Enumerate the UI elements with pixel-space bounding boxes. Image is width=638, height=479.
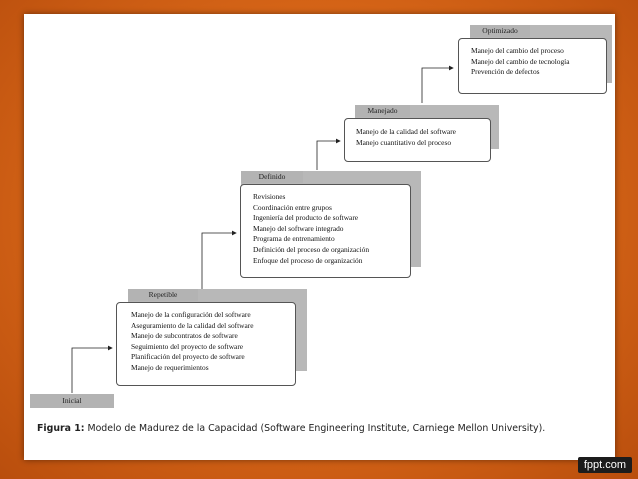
level-repeatable-title: Repetible — [148, 290, 178, 299]
list-item: Manejo del cambio de tecnología — [471, 56, 570, 66]
figure-caption-label: Figura 1: — [37, 423, 85, 434]
level-repeatable-box: Manejo de la configuración del software … — [116, 302, 296, 386]
arrow-initial-to-repeatable — [71, 345, 113, 393]
level-optimizing-title: Optimizado — [482, 26, 518, 35]
level-optimizing-tab: Optimizado — [470, 25, 530, 37]
list-item: Manejo de subcontratos de software — [131, 331, 238, 341]
list-item: Manejo de la calidad del software — [356, 127, 456, 136]
level-managed-tab: Manejado — [355, 105, 410, 117]
level-repeatable-tab: Repetible — [128, 289, 198, 301]
arrow-defined-to-managed — [316, 138, 341, 170]
list-item: Programa de entrenamiento — [253, 234, 335, 244]
level-managed-box: Manejo de la calidad del software Manejo… — [344, 118, 491, 162]
list-item: Coordinación entre grupos — [253, 202, 332, 212]
list-item: Definición del proceso de organización — [253, 244, 370, 254]
list-item: Seguimiento del proyecto de software — [131, 341, 244, 351]
figure-caption-text: Modelo de Madurez de la Capacidad (Softw… — [87, 423, 546, 434]
list-item: Planificación del proyecto de software — [131, 352, 245, 362]
list-item: Manejo del software integrado — [253, 223, 344, 233]
list-item: Manejo de requerimientos — [131, 362, 209, 372]
level-defined-tab: Definido — [241, 171, 303, 183]
arrow-managed-to-optimizing — [421, 65, 454, 103]
level-defined-title: Definido — [258, 172, 286, 181]
list-item: Manejo de la configuración del software — [131, 310, 251, 319]
list-item: Enfoque del proceso de organización — [253, 255, 363, 265]
list-item: Ingeniería del producto de software — [253, 213, 359, 223]
level-initial-title: Inicial — [62, 396, 82, 405]
arrow-repeatable-to-defined — [201, 230, 237, 290]
list-item: Revisiones — [253, 192, 286, 201]
list-item: Aseguramiento de la calidad del software — [131, 320, 254, 330]
level-initial: Inicial — [30, 394, 114, 408]
list-item: Prevención de defectos — [471, 67, 540, 77]
level-managed-title: Manejado — [367, 106, 398, 115]
figure-caption: Figura 1: Modelo de Madurez de la Capaci… — [37, 423, 607, 434]
list-item: Manejo del cambio del proceso — [471, 46, 564, 55]
level-defined-box: Revisiones Coordinación entre grupos Ing… — [240, 184, 411, 278]
list-item: Manejo cuantitativo del proceso — [356, 137, 452, 147]
brand-badge[interactable]: fppt.com — [577, 457, 632, 473]
level-optimizing-box: Manejo del cambio del proceso Manejo del… — [458, 38, 607, 94]
